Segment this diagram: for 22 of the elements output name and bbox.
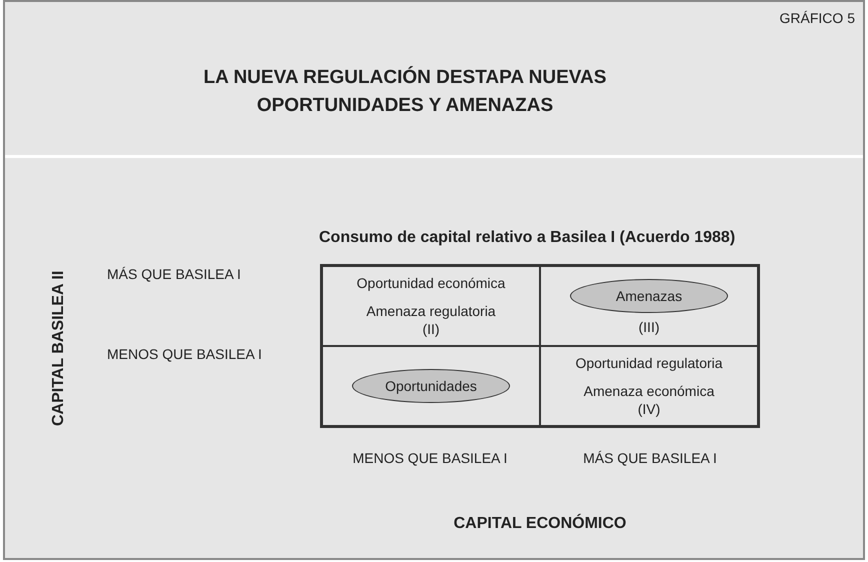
category-ellipse: Oportunidades — [352, 369, 510, 403]
quadrant-text: (IV) — [638, 401, 660, 417]
cell-text: Amenaza regulatoria — [366, 303, 496, 319]
axis-title: CAPITAL BASILEA II — [49, 269, 68, 428]
cell-text: (III) — [638, 319, 660, 335]
matrix-cell — [320, 346, 540, 428]
cell-text: Amenaza económica — [584, 383, 714, 399]
cell-text: Oportunidad económica — [356, 275, 506, 291]
matrix-cell — [540, 346, 760, 428]
column-label: MENOS QUE BASILEA I — [352, 450, 508, 466]
matrix-cell — [320, 264, 540, 346]
row-label: MENOS QUE BASILEA I — [107, 346, 262, 362]
category-ellipse: Amenazas — [570, 279, 728, 313]
figure-number: GRÁFICO 5 — [780, 10, 855, 26]
cell-text: Oportunidad regulatoria — [575, 355, 723, 371]
axis-title: Consumo de capital relativo a Basilea I (Acuerdo 1988) — [319, 229, 736, 247]
row-label: MÁS QUE BASILEA I — [107, 266, 241, 282]
axis-title: CAPITAL ECONÓMICO — [452, 515, 628, 533]
quadrant-text: (II) — [422, 321, 440, 337]
matrix-cell — [540, 264, 760, 346]
column-label: MÁS QUE BASILEA I — [582, 450, 718, 466]
title: LA NUEVA REGULACIÓN DESTAPA NUEVAS OPORTUNIDADES Y AMENAZAS — [202, 65, 608, 118]
